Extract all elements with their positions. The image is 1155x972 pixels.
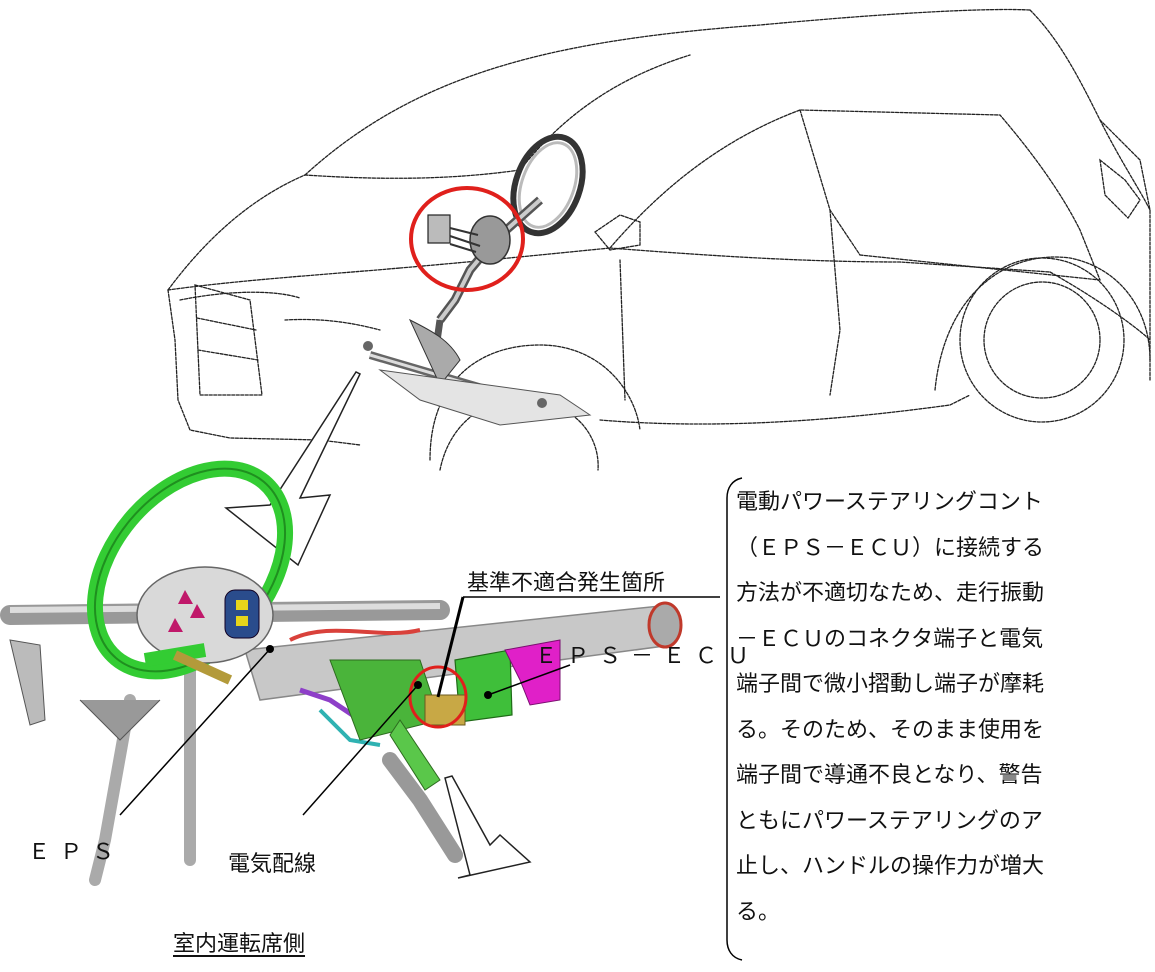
description-bracket	[726, 477, 743, 961]
dot-wiring	[414, 681, 422, 689]
car-body-outline	[167, 8, 1151, 471]
description-line: 端子間で微小摺動し端子が摩耗	[736, 672, 1045, 697]
leader-wiring	[302, 684, 419, 816]
defect-description: 電動パワーステアリングコント （ＥＰＳ－ＥＣＵ）に接続する 方法が不適切なため、…	[736, 480, 1155, 935]
dot-eps	[266, 645, 274, 653]
callout-arrow-right	[444, 775, 532, 879]
leader-defect	[436, 596, 465, 698]
description-line: ともにパワーステアリングのア	[736, 808, 1043, 834]
description-line: －ＥＣＵのコネクタ端子と電気	[736, 626, 1044, 652]
highlight-circle-car	[409, 186, 525, 292]
description-line: る。	[736, 899, 781, 925]
cockpit-module	[0, 460, 683, 886]
description-line: 端子間で導通不良となり、警告	[736, 763, 1043, 788]
leader-ecu	[487, 664, 571, 696]
leader-eps	[119, 648, 271, 816]
description-line: 方法が不適切なため、走行振動	[736, 581, 1045, 606]
eps-ecu-label: ＥＰＳ－ＥＣＵ	[535, 644, 760, 669]
callout-arrow-left	[224, 371, 361, 567]
description-line: 電動パワーステアリングコント	[736, 490, 1043, 515]
description-line: る。そのため、そのまま使用を	[736, 717, 1045, 743]
description-line: 止し、ハンドルの操作力が増大	[736, 854, 1045, 879]
defect-location-label: 基準不適合発生箇所	[467, 571, 666, 596]
highlight-circle-connector	[408, 665, 468, 729]
steering-system-sketch	[363, 133, 592, 426]
cabin-side-caption: 室内運転席側	[173, 932, 306, 957]
description-line: （ＥＰＳ－ＥＣＵ）に接続する	[736, 535, 1045, 561]
wiring-label: 電気配線	[228, 852, 317, 877]
dot-ecu	[484, 691, 492, 699]
eps-label: ＥＰＳ	[28, 840, 125, 865]
